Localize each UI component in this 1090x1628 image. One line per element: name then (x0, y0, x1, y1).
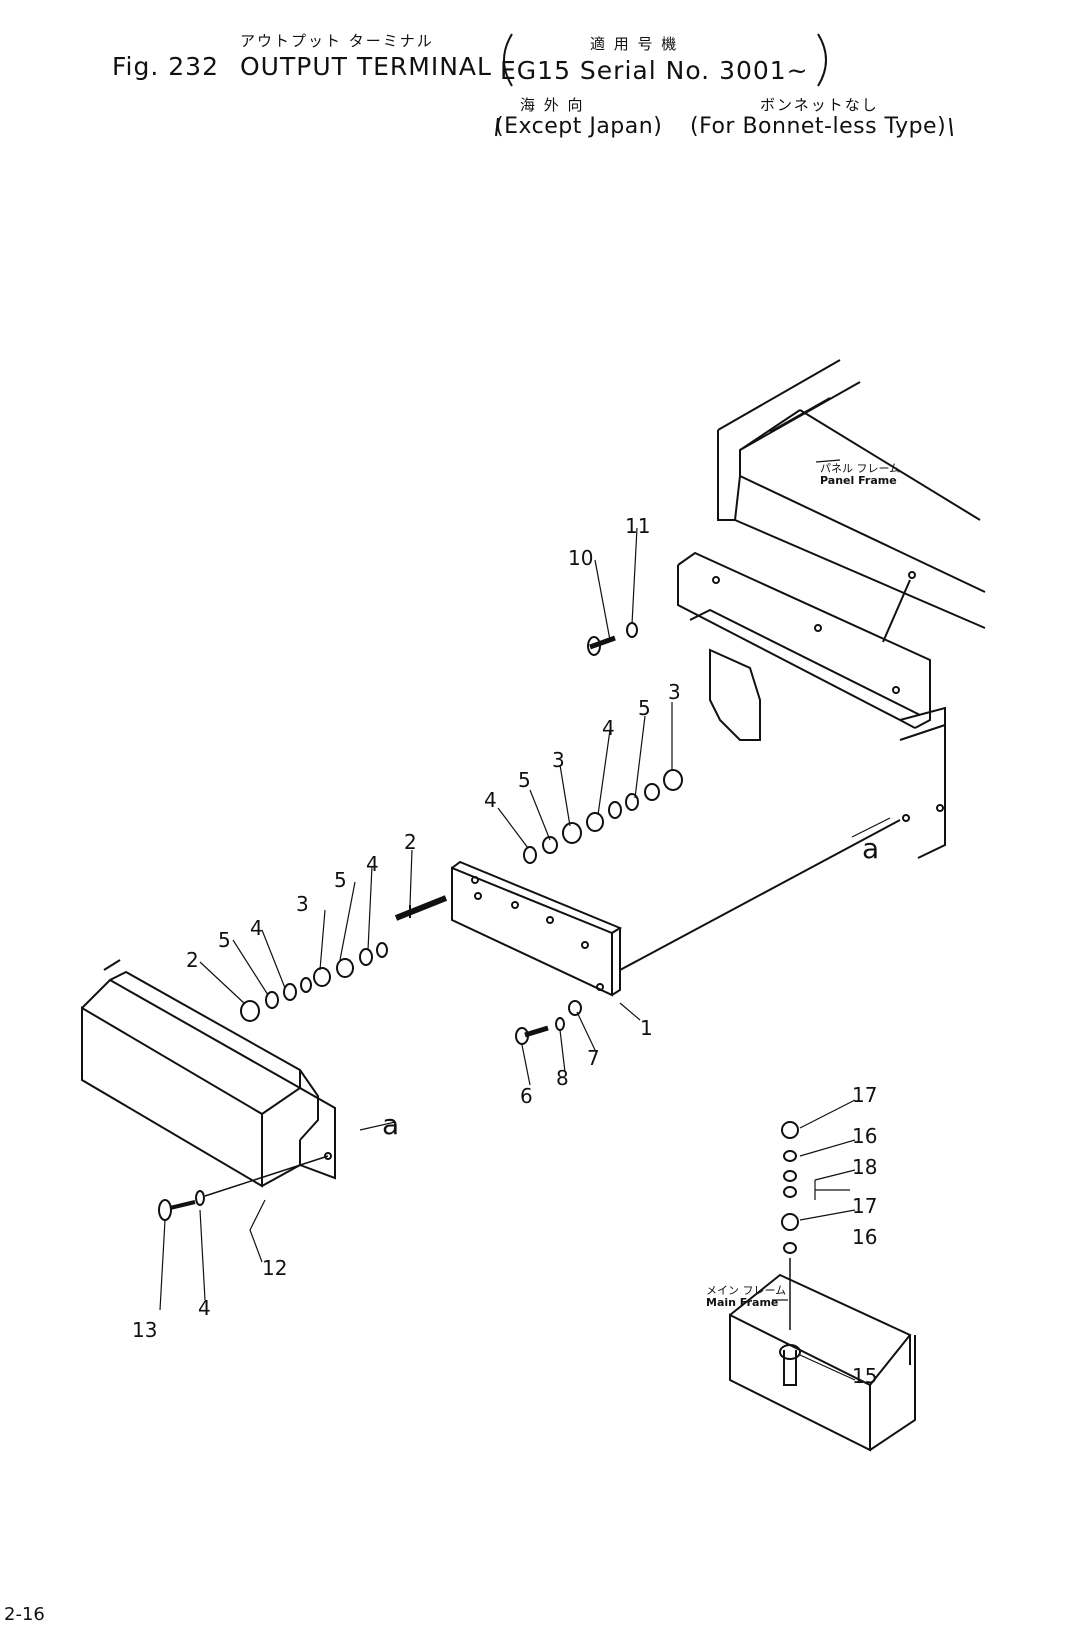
reference-a-upper: a (862, 832, 880, 865)
bolt-10 (587, 622, 638, 656)
callout-17-top: 17 (852, 1083, 878, 1107)
serial-number: EG15 Serial No. 3001~ (500, 56, 809, 85)
callout-3-left: 2 (186, 948, 199, 972)
main-frame-jp-label: メイン フレーム (706, 1284, 787, 1297)
callout-3-right-mid: 3 (552, 748, 565, 772)
callout-11: 11 (625, 514, 651, 538)
callout-2: 2 (404, 830, 417, 854)
reference-a-lower: a (382, 1108, 400, 1141)
jp-bonnet-label: ボンネットなし (760, 96, 879, 114)
panel-frame-label: Panel Frame (820, 474, 897, 487)
callout-4-left-top: 4 (366, 852, 379, 876)
bolt-6 (515, 1000, 582, 1045)
callout-7: 7 (587, 1046, 600, 1070)
jp-except-label: 海 外 向 (520, 96, 585, 114)
figure-number: Fig. 232 (112, 52, 219, 81)
callout-4-right-top: 4 (602, 716, 615, 740)
callout-17-bottom: 17 (852, 1194, 878, 1218)
washer-stack-right (523, 769, 683, 864)
diagram-title: OUTPUT TERMINAL (240, 52, 492, 81)
bonnet-less-note: (For Bonnet-less Type) (690, 114, 947, 139)
callout-10: 10 (568, 546, 594, 570)
jp-title: アウトプット ターミナル (240, 32, 434, 50)
callout-5-right-top: 5 (638, 696, 651, 720)
callout-1: 1 (640, 1016, 653, 1040)
hardware-stack-15-18 (779, 1121, 801, 1386)
callout-8: 8 (556, 1066, 569, 1090)
bracket-left-top (503, 33, 513, 87)
callout-16-bottom: 16 (852, 1225, 878, 1249)
callout-16-top: 16 (852, 1124, 878, 1148)
upper-bracket (677, 551, 946, 859)
callout-3-left-mid: 3 (296, 892, 309, 916)
callout-18: 18 (852, 1155, 878, 1179)
panel-frame (717, 359, 986, 629)
terminal-plate (451, 860, 623, 997)
callout-5-left-top: 5 (334, 868, 347, 892)
callout-4-left: 4 (250, 916, 263, 940)
callout-4-right: 4 (484, 788, 497, 812)
callout-15: 15 (852, 1364, 878, 1388)
callout-5-right: 5 (518, 768, 531, 792)
callout-12: 12 (262, 1256, 288, 1280)
washer-stack-left (240, 942, 388, 1022)
terminal-cover (81, 959, 336, 1188)
main-frame-block (729, 1273, 916, 1452)
callout-6: 6 (520, 1084, 533, 1108)
bracket-right-top (817, 33, 827, 87)
jp-serial-label: 適 用 号 機 (590, 35, 679, 53)
main-frame-label: Main Frame (706, 1296, 779, 1309)
callout-4-cover: 4 (198, 1296, 211, 1320)
page-number: 2-16 (4, 1604, 45, 1625)
callout-13: 13 (132, 1318, 158, 1342)
callout-3-right: 3 (668, 680, 681, 704)
panel-frame-jp-label: パネル フレーム (820, 462, 901, 475)
callout-5-left: 5 (218, 928, 231, 952)
except-japan-note: (Except Japan) (495, 114, 663, 139)
